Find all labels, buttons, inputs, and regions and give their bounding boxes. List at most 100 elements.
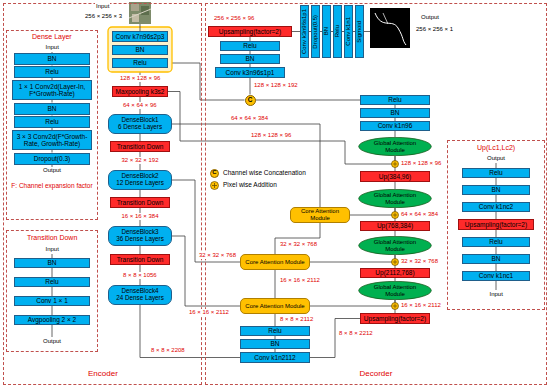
layer-box: Relu <box>360 95 430 105</box>
node-text: Up(768,384) <box>377 222 413 229</box>
leader-line <box>364 31 370 32</box>
panel-text-holder: Encoder <box>88 370 118 379</box>
node-text: Global Attention Module <box>365 192 425 205</box>
connector <box>140 305 240 358</box>
node-text: Maxpooling k3s2 <box>116 88 165 95</box>
connector <box>140 246 141 254</box>
layer-box: Relu <box>14 277 90 287</box>
legend-text: Pixel wise Addition <box>223 181 277 189</box>
layer-box: Avgpooling 2 × 2 <box>14 315 90 325</box>
connector <box>140 190 141 197</box>
node-text: Transition Down <box>117 143 164 150</box>
dense-block: DenseBlock424 Dense Layers <box>108 285 172 305</box>
label-holder: 8 × 8 × 2212 <box>338 330 374 337</box>
sampling-box: Transition Down <box>110 197 170 208</box>
node-text: DenseBlock3 <box>121 229 158 236</box>
label-holder: 128 × 128 × 96 <box>119 75 161 82</box>
node-text: BN <box>270 340 279 347</box>
port-label: Output <box>42 167 62 174</box>
panel-title: Decorder <box>360 370 393 379</box>
connector <box>496 212 497 219</box>
panel-title: Transition Down <box>27 234 77 242</box>
legend: CChannel wise ConcatenationPixel wise Ad… <box>210 167 306 191</box>
node-text: BN <box>47 105 56 112</box>
node-text: BN <box>135 46 144 53</box>
panel-text-holder: F: Channel expansion factor <box>10 182 94 189</box>
node-text: BN <box>491 255 500 262</box>
node-text: Conv k1nc1 <box>479 272 513 279</box>
node-text: Relu <box>489 238 502 245</box>
label-holder: Output <box>486 155 506 162</box>
panel-title: Dense Layer <box>32 33 72 41</box>
connector <box>395 131 396 137</box>
connector <box>256 100 361 101</box>
node-text: Dropout(0.5) <box>312 15 319 49</box>
connector <box>496 264 497 271</box>
legend-row: Pixel wise Addition <box>210 179 306 191</box>
connector <box>350 208 395 215</box>
connector <box>395 278 396 281</box>
label-holder: 8 × 8 × 1056 <box>122 272 158 279</box>
sampling-box: Up(384,96) <box>360 171 430 182</box>
connector <box>275 223 320 254</box>
node-text: 36 Dense Layers <box>116 236 164 243</box>
output-image <box>370 8 410 48</box>
dimension-label: 128 × 128 × 96 <box>119 75 161 82</box>
panel-text-holder: Transition Down <box>27 234 77 242</box>
node-text: Relu <box>45 118 58 125</box>
label-holder: Input <box>95 3 110 10</box>
output-layer-box: Sigmoid <box>355 5 364 58</box>
layer-box: Conv k1nc2 <box>462 202 530 212</box>
conv-group-outline <box>108 27 172 72</box>
node-text: DenseBlock2 <box>121 173 158 180</box>
node-text: Core Attention Module <box>245 259 304 266</box>
dimension-label: 256 × 256 × 96 <box>213 15 255 22</box>
connector <box>52 306 53 315</box>
port-label: Input <box>45 44 60 51</box>
sampling-box: Up(768,384) <box>360 221 430 231</box>
dimension-label: 64 × 64 × 384 <box>230 115 269 122</box>
node-text: 3 × 3 Conv2d(F*Growth-Rate, Growth-Rate) <box>13 133 91 147</box>
label-holder: 16 × 16 × 2112 <box>188 309 230 316</box>
layer-box: BN <box>220 54 280 64</box>
node-text: Relu <box>334 25 341 37</box>
connector <box>292 31 300 32</box>
node-text: Upsampling(factor=2) <box>364 315 426 322</box>
dashed-panel: Encoder Dense Layer F: Channel expansion f… <box>3 3 202 385</box>
dimension-label: 64 × 64 × 384 <box>400 211 439 218</box>
layer-box: Relu <box>462 168 530 178</box>
layer-box: BN <box>14 103 90 115</box>
dimension-label: 32 × 32 × 768 <box>198 252 237 259</box>
layer-box: Relu <box>462 237 530 247</box>
layer-box: Relu <box>112 58 168 68</box>
layer-box: Conv k7n96s2p3 <box>112 31 168 42</box>
node-text: DenseBlock4 <box>121 288 158 295</box>
layer-box: 3 × 3 Conv2d(F*Growth-Rate, Growth-Rate) <box>12 130 92 150</box>
sampling-box: Up(2112,768) <box>360 268 430 278</box>
connector <box>395 182 396 189</box>
node-text: Global Attention Module <box>365 284 425 297</box>
node-text: 6 Dense Layers <box>118 124 162 131</box>
label-holder: 32 × 32 × 768 <box>279 241 318 248</box>
port-label: Input <box>95 3 110 10</box>
dashed-panel: Up(Lc1,Lc2)ReluBNConv k1nc2Upsampling(fa… <box>447 140 545 310</box>
node-text: Core Attention Module <box>245 303 304 310</box>
node-text: 12 Dense Layers <box>116 180 164 187</box>
node-text: Conv k1n2112 <box>254 354 295 361</box>
node-text: Sigmoid <box>356 21 363 43</box>
connector <box>310 300 395 306</box>
node-text: Avgpooling 2 × 2 <box>28 316 77 323</box>
leader-line <box>52 325 53 337</box>
node-text: Conv k1n1 <box>345 17 352 46</box>
layer-box: Conv k1n96 <box>360 121 430 131</box>
dense-block: DenseBlock16 Dense Layers <box>108 114 172 134</box>
label-holder: 8 × 8 × 2208 <box>150 347 186 354</box>
dimension-label: 128 × 128 × 192 <box>253 82 299 89</box>
node-text: Conv k1nc2 <box>479 203 513 210</box>
connector <box>52 268 53 277</box>
label-holder: 32 × 32 × 768 <box>400 258 439 265</box>
node-text: BN <box>47 259 56 266</box>
global-attention-ellipse: Global Attention Module <box>358 137 432 156</box>
label-holder: 256 × 256 × 1 <box>415 26 454 33</box>
layer-box: BN <box>14 53 90 65</box>
